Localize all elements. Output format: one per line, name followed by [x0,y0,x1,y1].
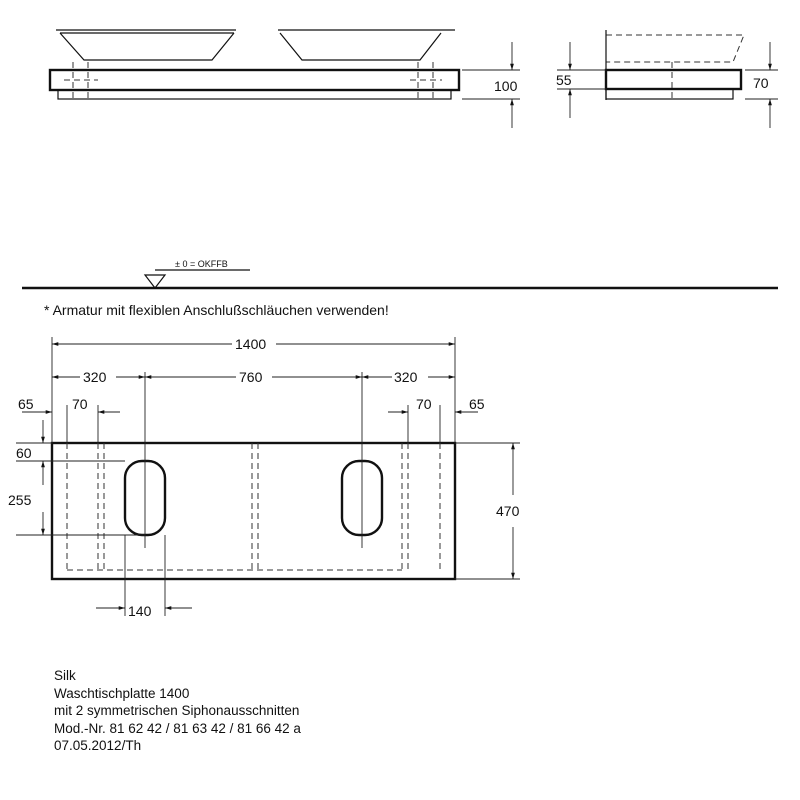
segment-dimensions: 320 760 320 [52,369,455,385]
floor-reference: ± 0 = OKFFB [22,259,778,290]
end-view-70-dimension: 70 [745,42,778,128]
product-name: Silk [54,668,76,683]
model-numbers: Mod.-Nr. 81 62 42 / 81 63 42 / 81 66 42 … [54,720,301,736]
side-view: 100 [48,29,520,128]
end-view-basin-outline [606,34,745,63]
right-edge-offset-label: 65 [469,396,485,412]
countertop-side [48,68,461,92]
product-variant: mit 2 symmetrischen Siphonausschnitten [54,703,300,718]
title-block: Silk Waschtischplatte 1400 mit 2 symmetr… [54,667,301,755]
left-inner-offset-label: 70 [72,396,88,412]
end-view-55-label: 55 [556,72,572,88]
left-basin-outline [56,29,236,61]
product-description: Waschtischplatte 1400 [54,685,190,701]
right-segment-label: 320 [394,369,418,385]
end-view-underframe [605,88,734,100]
side-height-label: 100 [494,78,518,94]
right-basin-outline [278,29,455,61]
left-mounting-markers [64,62,98,100]
side-height-dimension: 100 [462,42,520,128]
cutout-height-label: 255 [8,492,32,508]
middle-segment-label: 760 [239,369,263,385]
hidden-frame-lines [66,443,441,571]
left-edge-offset-label: 65 [18,396,34,412]
drawing-date: 07.05.2012/Th [54,738,142,753]
offset-dimensions: 65 70 70 65 [18,396,485,443]
end-view: 55 70 [556,30,778,128]
vertical-left-dimensions: 60 255 [8,420,145,536]
top-offset-label: 60 [16,445,32,461]
countertop-underframe [57,89,452,100]
depth-label: 470 [496,503,520,519]
left-segment-label: 320 [83,369,107,385]
right-inner-offset-label: 70 [416,396,432,412]
cutout-width-label: 140 [128,603,152,619]
cutout-width-dimension: 140 [96,535,192,619]
right-mounting-markers [410,62,442,100]
end-view-countertop [604,68,743,91]
depth-dimension: 470 [455,442,520,580]
end-view-70-label: 70 [753,75,769,91]
floor-level-symbol [143,274,167,289]
end-view-55-dimension: 55 [556,42,606,118]
total-width-dimension: 1400 [51,336,456,443]
plan-view: 1400 320 760 320 65 70 70 [8,336,520,619]
countertop-plan [50,441,457,581]
floor-reference-label: ± 0 = OKFFB [175,259,228,269]
installation-note: * Armatur mit flexiblen Anschlußschläuch… [44,302,389,318]
total-width-label: 1400 [235,336,266,352]
